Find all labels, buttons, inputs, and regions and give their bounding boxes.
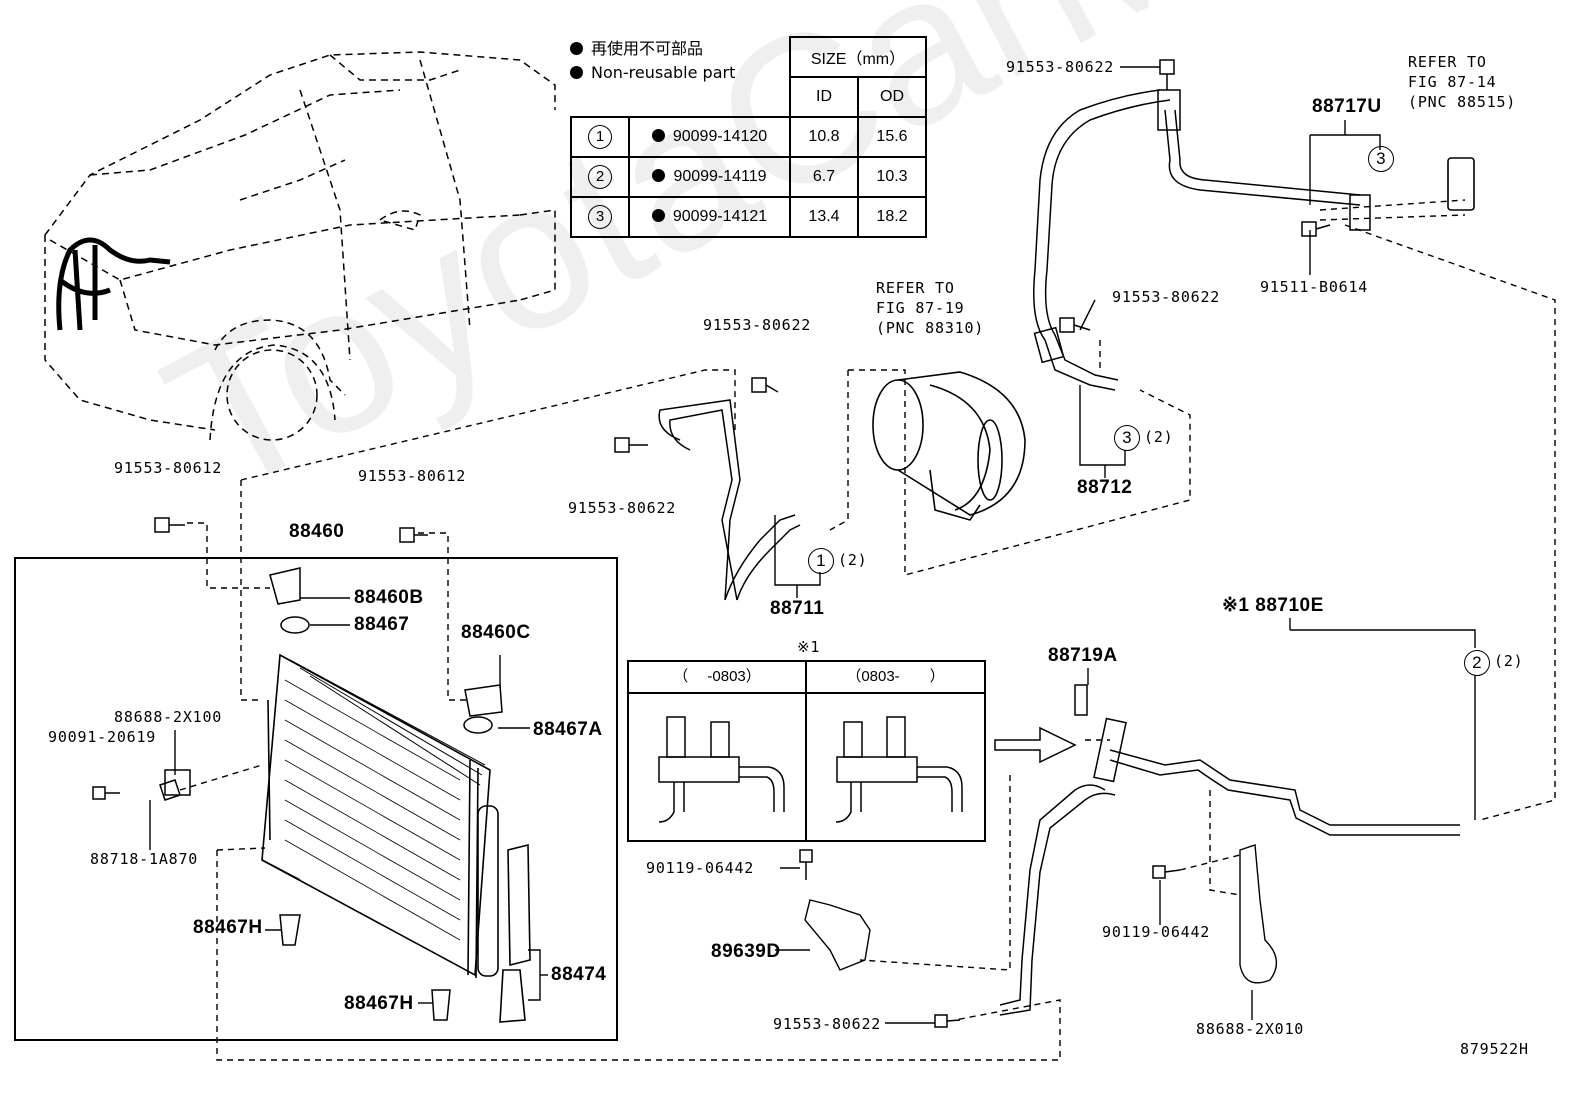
label-88711: 88711: [770, 598, 825, 619]
callout-3-top: 3: [1368, 146, 1394, 172]
compressor: [872, 371, 1026, 521]
liquid-line: [999, 717, 1460, 1016]
label-88460C: 88460C: [461, 622, 531, 643]
label-callout-qty: (2): [838, 551, 868, 569]
label-91511-B0614: 91511-B0614: [1260, 278, 1369, 296]
label-90119-06442: 90119-06442: [646, 859, 755, 877]
label-88467A: 88467A: [533, 719, 603, 740]
label-91553-80622: 91553-80622: [703, 316, 812, 334]
label-91553-80612: 91553-80612: [358, 467, 467, 485]
condenser-group-box: [14, 557, 618, 1041]
label-callout-qty: (2): [1494, 652, 1524, 670]
legend-en: Non-reusable part: [570, 61, 735, 85]
label-91553-80622: 91553-80622: [1006, 58, 1115, 76]
label-90119-06442: 90119-06442: [1102, 923, 1211, 941]
label-88460B: 88460B: [354, 587, 424, 608]
label-88460: 88460: [289, 521, 345, 542]
table-row: 1 90099-14120 10.8 15.6: [570, 116, 927, 158]
label-88688-2X100: 88688-2X100: [114, 708, 223, 726]
label-88467H: 88467H: [344, 993, 414, 1014]
label-88474: 88474: [551, 964, 607, 985]
label-88712: 88712: [1077, 477, 1133, 498]
label-91553-80622: 91553-80622: [568, 499, 677, 517]
label-91553-80622: 91553-80622: [1112, 288, 1221, 306]
col-id: ID: [789, 76, 859, 118]
label-91553-80612: 91553-80612: [114, 459, 223, 477]
callout-2: 2: [1464, 650, 1490, 676]
vehicle-harness: [56, 237, 171, 331]
inset-art: [658, 716, 963, 823]
label-callout-qty: (2): [1144, 428, 1174, 446]
diagram-code: 879522H: [1460, 1040, 1529, 1058]
label-88467: 88467: [354, 614, 410, 635]
condenser-assembly: [261, 653, 531, 1023]
label-88710E: ※1 88710E: [1222, 595, 1324, 616]
discharge-hose: [658, 399, 801, 601]
inset-box: （ -0803） （0803- ）: [627, 660, 986, 842]
col-od: OD: [857, 76, 927, 118]
size-header: SIZE（mm）: [789, 36, 927, 78]
vehicle-outline: [44, 51, 556, 441]
table-row: 3 90099-14121 13.4 18.2: [570, 196, 927, 238]
non-reusable-dot-icon: [570, 42, 583, 55]
label-90091-20619: 90091-20619: [48, 728, 157, 746]
callout-1: 1: [808, 548, 834, 574]
non-reusable-dot-icon: [652, 169, 666, 182]
label-89639D: 89639D: [711, 941, 781, 962]
legend-jp: 再使用不可部品: [570, 37, 735, 61]
refer-to-compressor: REFER TO FIG 87-19 (PNC 88310): [876, 279, 985, 337]
inset-right-header: （0803- ）: [807, 662, 984, 694]
mounts: [159, 567, 503, 1021]
label-88717U: 88717U: [1312, 96, 1382, 117]
suction-hose: [1033, 89, 1371, 391]
label-88688-2X010: 88688-2X010: [1196, 1020, 1305, 1038]
clamp-88688-2X010: [1239, 844, 1278, 984]
pressure-switch: [1074, 684, 1088, 716]
callout-3-mid: 3: [1114, 425, 1140, 451]
non-reusable-dot-icon: [570, 66, 583, 79]
dashed-leaders: [179, 199, 1556, 1061]
label-91553-80622: 91553-80622: [773, 1015, 882, 1033]
non-reusable-dot-icon: [651, 209, 665, 222]
legend: 再使用不可部品 Non-reusable part: [570, 37, 735, 85]
pointer-arrow: [994, 726, 1077, 764]
label-88718-1A870: 88718-1A870: [90, 850, 199, 868]
label-88467H: 88467H: [193, 917, 263, 938]
refer-to-expansion-valve: REFER TO FIG 87-14 (PNC 88515): [1408, 53, 1517, 111]
inset-mark: ※1: [797, 638, 821, 656]
bracket-89639D: [804, 899, 871, 971]
label-88719A: 88719A: [1048, 645, 1118, 666]
size-table: SIZE（mm） ID OD 1 90099-14120 10.8 15.6 2…: [570, 36, 927, 238]
expansion-valve: [1447, 157, 1475, 211]
non-reusable-dot-icon: [651, 129, 665, 142]
solid-leaders: [149, 66, 1476, 1024]
table-row: 2 90099-14119 6.7 10.3: [570, 156, 927, 198]
